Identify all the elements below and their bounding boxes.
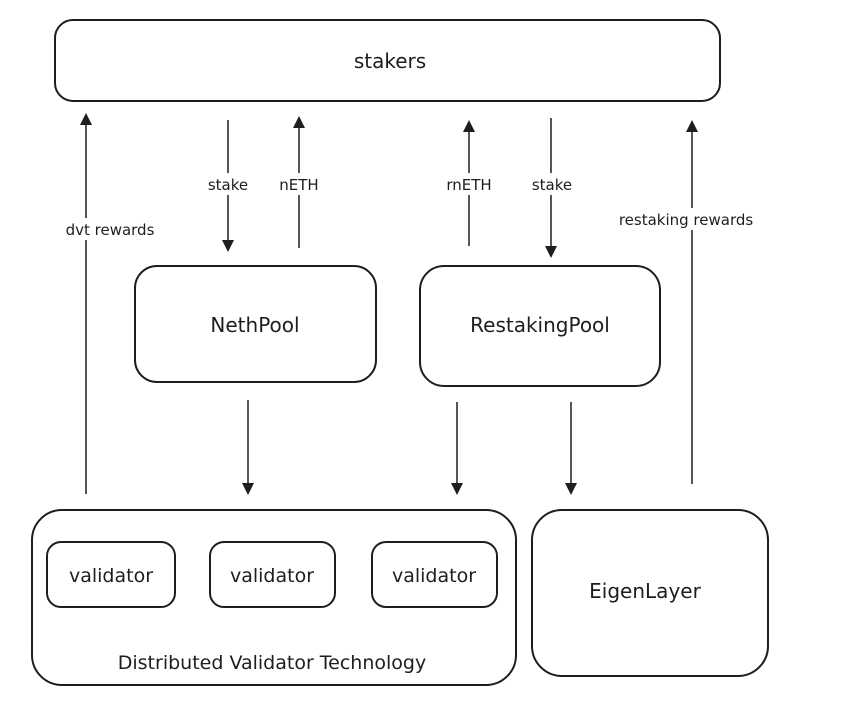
edge-label-rneth: rnETH bbox=[446, 176, 491, 194]
validator-label-2: validator bbox=[230, 565, 314, 587]
validator-label-3: validator bbox=[392, 565, 476, 587]
rneth-label-bg bbox=[437, 173, 501, 195]
validator-node-2: validator bbox=[209, 541, 336, 608]
edge-label-restaking-rewards: restaking rewards bbox=[619, 211, 754, 229]
dvt-label: Distributed Validator Technology bbox=[118, 652, 426, 674]
restaking-rewards-label-bg bbox=[596, 208, 776, 230]
edge-label-neth: nETH bbox=[279, 176, 318, 194]
stakers-node: stakers bbox=[54, 19, 721, 102]
neth-pool-label: NethPool bbox=[210, 313, 299, 337]
validator-node-1: validator bbox=[46, 541, 176, 608]
validator-label-1: validator bbox=[69, 565, 153, 587]
neth-pool-node: NethPool bbox=[134, 265, 377, 383]
dvt-rewards-label-bg bbox=[48, 218, 176, 240]
stakers-label: stakers bbox=[354, 49, 426, 73]
restaking-pool-label: RestakingPool bbox=[470, 313, 610, 337]
edge-label-stake-right: stake bbox=[532, 176, 572, 194]
eigenlayer-label: EigenLayer bbox=[589, 579, 701, 603]
edge-label-dvt-rewards: dvt rewards bbox=[66, 221, 155, 239]
neth-label-bg bbox=[271, 173, 329, 195]
stake-label-bg-right bbox=[520, 173, 584, 195]
eigenlayer-node: EigenLayer bbox=[531, 509, 769, 677]
stake-label-bg-left bbox=[196, 173, 260, 195]
edge-label-stake-left: stake bbox=[208, 176, 248, 194]
restaking-pool-node: RestakingPool bbox=[419, 265, 661, 387]
validator-node-3: validator bbox=[371, 541, 498, 608]
